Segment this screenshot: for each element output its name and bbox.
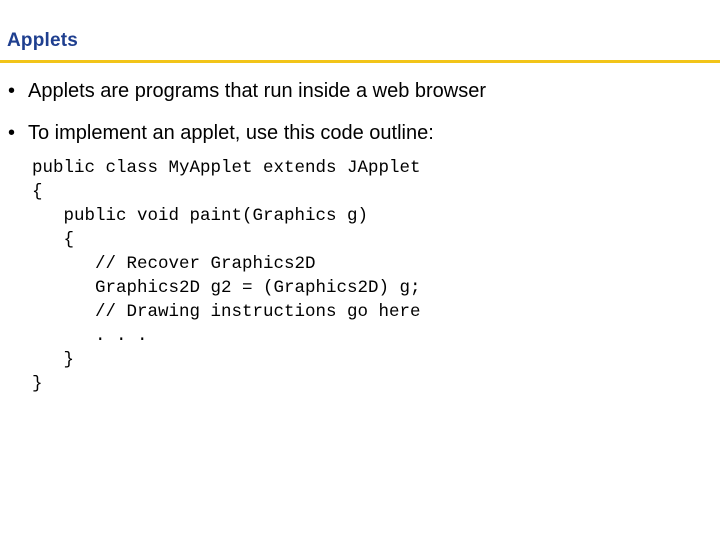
code-outline: public class MyApplet extends JApplet { p…: [32, 156, 421, 396]
title-divider: [0, 60, 720, 63]
code-line: }: [32, 374, 43, 394]
code-line: Graphics2D g2 = (Graphics2D) g;: [32, 278, 421, 298]
code-line: public class MyApplet extends JApplet: [32, 158, 421, 178]
bullet-text: To implement an applet, use this code ou…: [28, 122, 434, 144]
bullet-marker: •: [8, 122, 16, 144]
code-line: {: [32, 230, 75, 250]
bullet-item: • Applets are programs that run inside a …: [8, 79, 486, 103]
code-line: }: [32, 350, 75, 370]
bullet-item: • To implement an applet, use this code o…: [8, 121, 434, 145]
code-line: // Drawing instructions go here: [32, 302, 421, 322]
code-line: . . .: [32, 326, 148, 346]
bullet-marker: •: [8, 80, 16, 102]
code-line: {: [32, 182, 43, 202]
code-line: public void paint(Graphics g): [32, 206, 369, 226]
bullet-text: Applets are programs that run inside a w…: [28, 80, 487, 102]
slide-title: Applets: [7, 30, 79, 51]
code-line: // Recover Graphics2D: [32, 254, 316, 274]
